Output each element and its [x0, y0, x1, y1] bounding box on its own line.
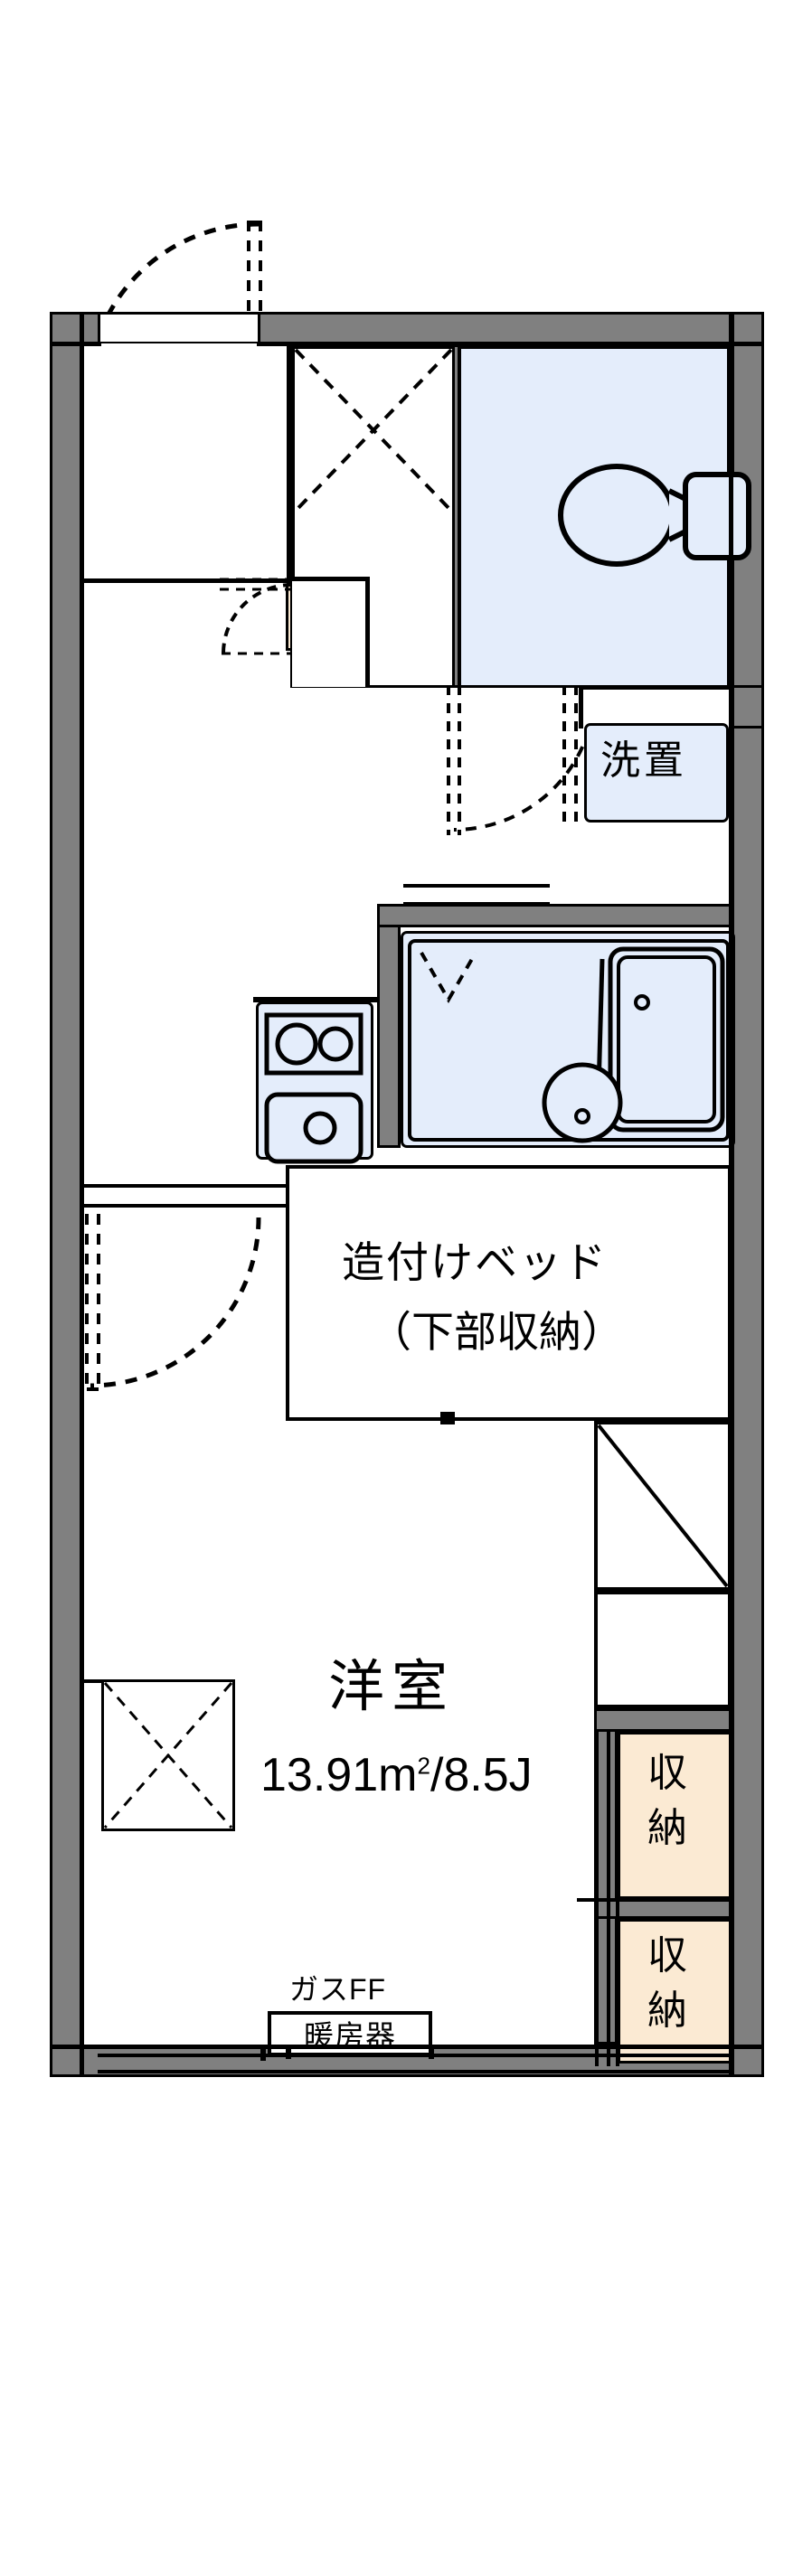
hallway-door-diagonals	[294, 348, 453, 686]
bath-vent-mark	[418, 949, 490, 1005]
closet-upper-label-1: 収	[647, 1751, 687, 1795]
built-in-bed-area	[286, 1165, 732, 1421]
toilet-fixture	[552, 411, 751, 619]
exterior-wall-left	[50, 312, 82, 2077]
genkan-edge-line	[82, 578, 290, 583]
closet-upper-door-lines	[592, 1730, 621, 1902]
washer-space-label: 洗置	[600, 738, 687, 783]
hallway-notch-edge-v	[365, 577, 370, 687]
inner-wall-line-left	[80, 312, 84, 2077]
bath-wall-left	[377, 904, 401, 1148]
entrance-door-swing-arc	[86, 221, 260, 396]
built-in-bed-label-line2: （下部収納）	[369, 1308, 624, 1356]
closet-lower-door-lines	[592, 1898, 621, 2066]
upper-storage-diagonal	[597, 1424, 729, 1588]
shoe-box-door-leaf	[220, 577, 294, 591]
room-name-label: 洋室	[328, 1656, 456, 1718]
room-door-swing-arc	[89, 1216, 261, 1388]
kitchen-sink	[264, 1092, 364, 1164]
upper-storage-divider	[594, 1587, 732, 1593]
exterior-wall-right	[732, 312, 764, 2077]
room-area-unit: m	[378, 1749, 418, 1801]
closet-rail-tick	[577, 1894, 629, 1905]
entrance-doorway-opening	[98, 315, 260, 342]
bottom-window-line-inner	[98, 2070, 731, 2073]
room-door-leaf	[83, 1214, 101, 1391]
entrance-door-leaf	[246, 221, 262, 403]
closet-lower-label-2: 納	[647, 1988, 687, 2033]
gas-ff-heater-box: 暖房器	[268, 2011, 432, 2056]
inner-wall-line-right	[729, 312, 733, 2077]
left-window-diagonals	[103, 1681, 233, 1829]
closet-lower-label-1: 収	[647, 1933, 687, 1978]
washer-space	[584, 723, 729, 823]
bottom-window-line-outer	[98, 2054, 731, 2057]
hallway-notch-edge-h	[292, 577, 370, 581]
bottom-window-sash-left	[260, 2045, 266, 2061]
bottom-window-sash-right	[429, 2045, 434, 2059]
entrance-opening-overlay	[101, 343, 257, 349]
left-window-frame-line	[82, 1679, 104, 1683]
inner-wall-line-bottom	[50, 2045, 764, 2049]
room-area-jo: /8.5J	[430, 1749, 533, 1801]
gas-ff-heater-top-label: ガスFF	[289, 1973, 387, 2006]
room-area-superscript: 2	[417, 1752, 430, 1780]
genkan-floor	[82, 344, 290, 584]
room-area-label: 13.91m2/8.5J	[260, 1752, 533, 1799]
wash-basin	[532, 955, 623, 1143]
hallway-lower-notch	[292, 577, 368, 687]
mid-storage-box	[594, 1591, 732, 1708]
bathtub	[608, 946, 725, 1133]
bed-bottom-tick	[440, 1412, 455, 1424]
room-area-value: 13.91	[260, 1749, 379, 1801]
toilet-door-leaf	[445, 685, 461, 835]
genkan-right-line	[287, 342, 291, 584]
washer-alcove-left-line	[579, 685, 583, 729]
closet-upper-label-2: 納	[647, 1806, 687, 1850]
kitchen-counter-top-edge	[253, 997, 378, 1002]
kitchen-stove	[264, 1012, 364, 1076]
built-in-bed-label-line1: 造付けベッド	[342, 1238, 608, 1286]
bath-door-opening	[403, 884, 550, 906]
room-doorway-opening	[82, 1184, 290, 1208]
washer-alcove-bg	[579, 688, 732, 726]
inner-wall-line-top	[50, 342, 764, 346]
wall-toilet-bath-divider	[732, 685, 764, 729]
washer-door-dashed-lines	[561, 685, 582, 830]
bath-wall-top	[377, 904, 732, 927]
closet-wall-top	[594, 1708, 732, 1732]
shoe-box-door-swing	[222, 582, 294, 655]
bottom-window-sash-mid	[286, 2045, 291, 2059]
washer-alcove-top-line	[579, 685, 734, 690]
